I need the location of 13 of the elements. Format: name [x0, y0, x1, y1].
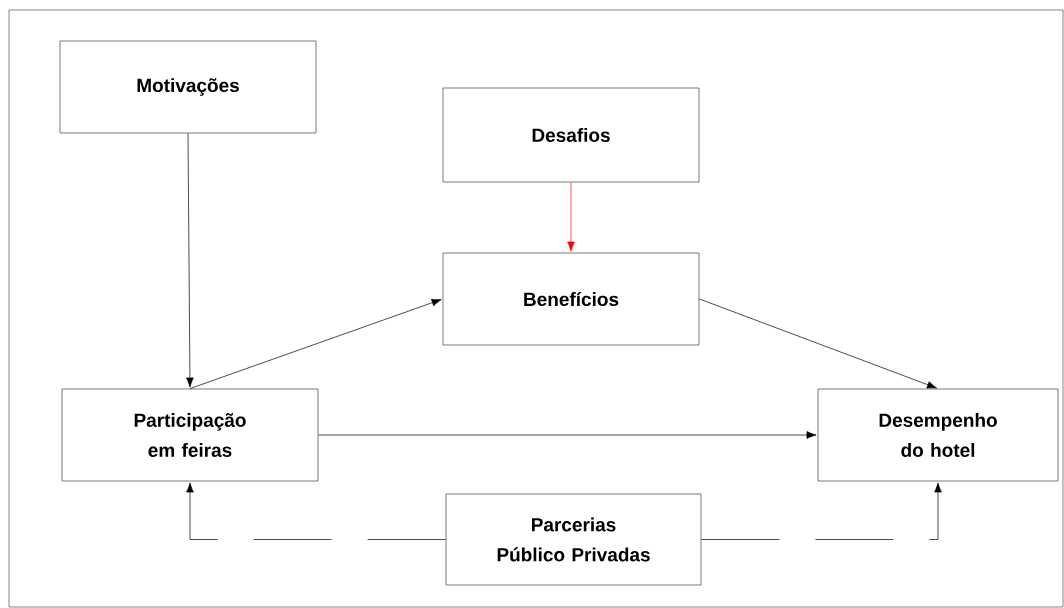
arrow	[318, 431, 817, 439]
arrow	[186, 482, 446, 540]
process-box: Parcerias Público Privadas	[445, 493, 702, 586]
process-box: Participação em feiras	[61, 388, 319, 482]
arrow	[699, 298, 937, 389]
process-box: Desafios	[442, 87, 700, 183]
arrow	[567, 182, 575, 252]
arrow	[189, 299, 442, 389]
process-box: Motivações	[59, 40, 317, 134]
arrow	[186, 133, 194, 388]
process-box: Benefícios	[442, 252, 700, 346]
arrow	[701, 482, 942, 540]
process-box: Desempenho do hotel	[817, 388, 1059, 482]
